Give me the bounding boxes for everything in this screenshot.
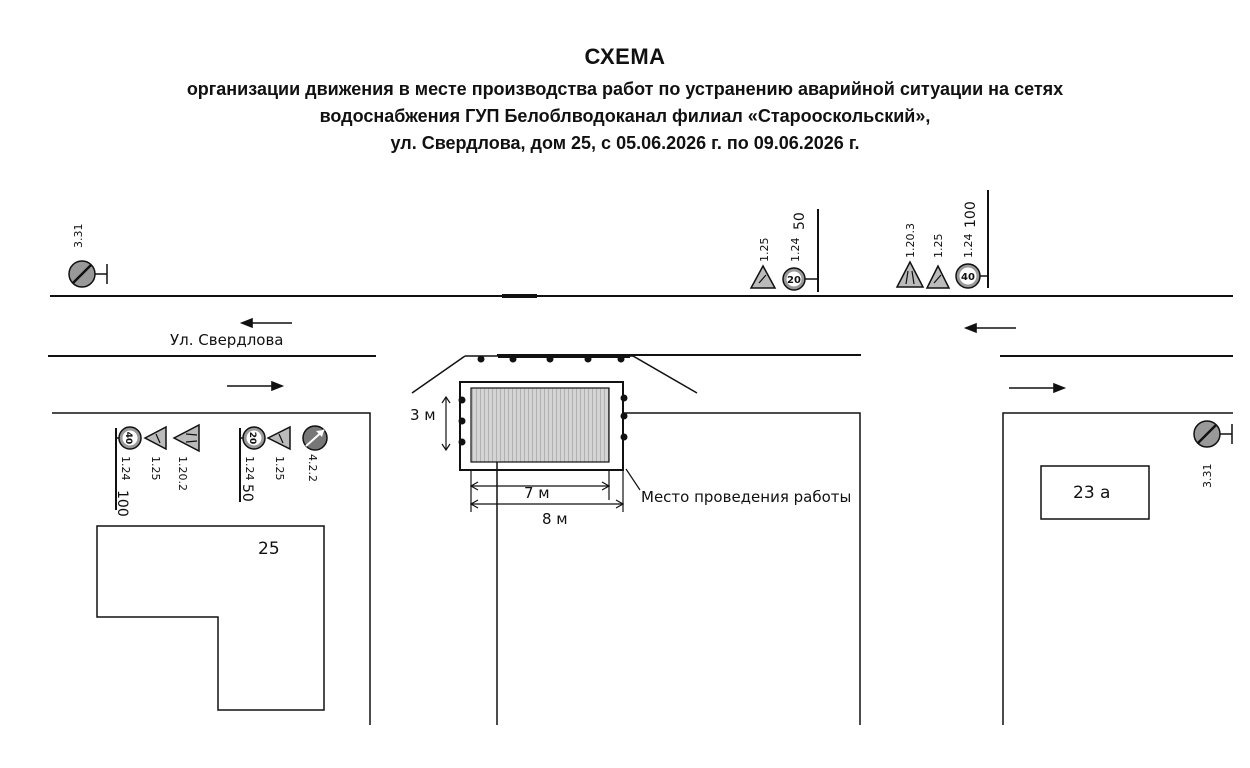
lot-mid-right-outline xyxy=(622,412,861,725)
arrow-left-icon xyxy=(963,322,1016,334)
street-name: Ул. Свердлова xyxy=(170,331,284,349)
sign-3-31-top-left: 3.31 xyxy=(68,224,108,288)
lamp-icon xyxy=(620,433,628,441)
plate-distance-50: 50 xyxy=(239,484,255,502)
diagram-subtitle-line-3: ул. Свердлова, дом 25, с 05.06.2026 г. п… xyxy=(390,133,860,153)
dimension-width-inner: 7 м xyxy=(524,484,550,502)
work-zone: 3 м 7 м 8 м Место проведения работы xyxy=(410,354,851,528)
sign-code-1-20-3: 1.20.3 xyxy=(904,223,917,258)
lamp-icon xyxy=(620,412,628,420)
lamp-icon xyxy=(458,438,466,446)
plate-distance-100: 100 xyxy=(114,490,130,517)
speed-limit-value-top-mid: 20 xyxy=(787,275,801,286)
plate-code-1-24: 1.24 xyxy=(962,234,975,259)
building-23a-outline xyxy=(1040,465,1150,520)
sign-3-31-right: 3.31 xyxy=(1193,420,1233,489)
arrow-right-icon xyxy=(1009,382,1067,394)
arrow-right-icon xyxy=(227,380,285,392)
lamp-icon xyxy=(617,355,625,363)
roadworks-sign-icon xyxy=(143,425,167,451)
sign-code-1-25: 1.25 xyxy=(273,456,286,481)
lamp-icon xyxy=(584,355,592,363)
sign-group-bottom-left-a: 40 1.24 100 1.25 1.20.2 xyxy=(114,423,200,517)
roadworks-sign-icon xyxy=(266,425,291,451)
speed-limit-value-bottom-left-b: 20 xyxy=(247,432,257,445)
lamp-icon xyxy=(458,396,466,404)
speed-limit-value-top-right: 40 xyxy=(961,272,975,283)
lamp-icon xyxy=(546,355,554,363)
dimension-width-outer: 8 м xyxy=(542,510,568,528)
sign-group-top-mid: 20 1.25 1.24 50 xyxy=(749,209,819,292)
diagram-subtitle-line-1: организации движения в месте производств… xyxy=(186,79,1064,99)
lamp-icon xyxy=(458,417,466,425)
sign-code-4-2-2: 4.2.2 xyxy=(306,454,319,482)
lot-right-outline xyxy=(1002,412,1233,725)
fence-taper-left xyxy=(411,355,466,394)
plate-code-1-24: 1.24 xyxy=(243,456,256,481)
lamp-icon xyxy=(477,355,485,363)
building-25-outline xyxy=(96,525,325,711)
arrow-left-icon xyxy=(239,317,292,329)
sign-code-3-31: 3.31 xyxy=(72,224,85,249)
fence-taper-right xyxy=(632,355,698,394)
direction-arrows xyxy=(227,317,1067,394)
sign-code-1-25: 1.25 xyxy=(758,238,771,263)
sign-group-bottom-left-b: 20 1.24 50 1.25 4.2.2 xyxy=(239,425,328,502)
building-label-25: 25 xyxy=(258,539,280,559)
sign-code-1-25: 1.25 xyxy=(932,234,945,259)
diagram-subtitle-line-2: водоснабжения ГУП Белоблводоканал филиал… xyxy=(319,106,931,126)
work-zone-label: Место проведения работы xyxy=(641,488,851,506)
sign-code-3-31: 3.31 xyxy=(1201,464,1214,489)
lamp-icon xyxy=(509,355,517,363)
dimension-lines xyxy=(441,395,641,512)
plate-distance-50: 50 xyxy=(792,212,808,230)
diagram-title: СХЕМА xyxy=(584,44,666,69)
sign-code-1-25: 1.25 xyxy=(149,456,162,481)
diagram-header: СХЕМА организации движения в месте произ… xyxy=(0,44,1250,157)
roadworks-sign-icon xyxy=(925,264,951,289)
lot-left-outline xyxy=(52,412,371,725)
warning-lamps xyxy=(458,355,628,446)
work-area-fence xyxy=(459,381,624,471)
plate-code-1-24: 1.24 xyxy=(119,456,132,481)
plate-code-1-24: 1.24 xyxy=(789,238,802,263)
speed-limit-value-bottom-left-a: 40 xyxy=(123,432,133,445)
sign-code-1-20-2: 1.20.2 xyxy=(176,456,189,491)
dimension-depth: 3 м xyxy=(410,406,436,424)
lamp-icon xyxy=(620,394,628,402)
plate-distance-100: 100 xyxy=(963,201,979,228)
road-narrowing-sign-icon xyxy=(172,423,200,453)
roadworks-sign-icon xyxy=(749,264,777,289)
sign-group-top-right: 40 1.20.3 1.25 1.24 100 xyxy=(895,190,989,289)
road-narrowing-sign-icon xyxy=(895,260,925,288)
lots xyxy=(52,412,1233,725)
building-label-23a: 23 а xyxy=(1073,483,1110,503)
work-area-excavation xyxy=(470,387,610,463)
